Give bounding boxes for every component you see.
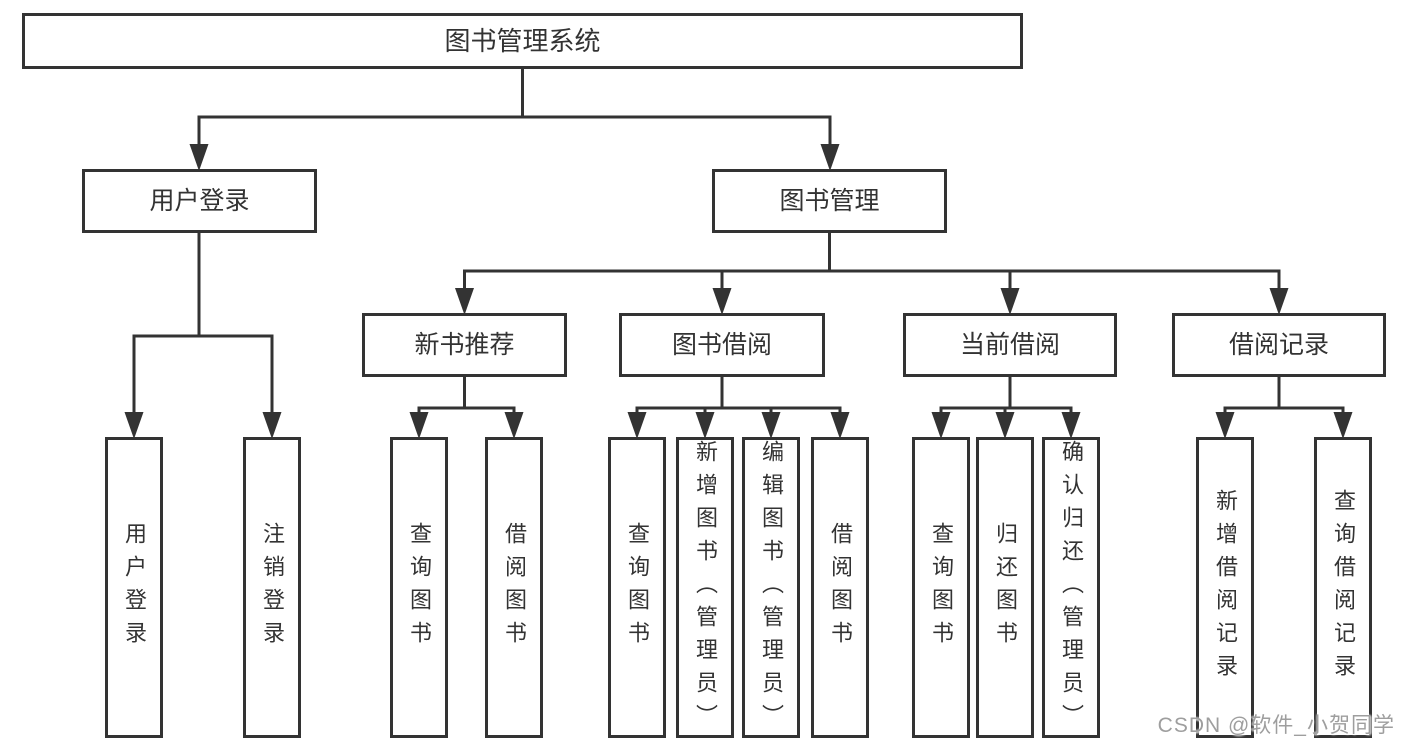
- connector-book-borrow-children: [627, 375, 850, 439]
- node-book-management: 图书管理: [712, 169, 947, 233]
- leaf-query-books-borrowing: 查询图书: [608, 437, 666, 738]
- leaf-add-borrow-record: 新增借阅记录: [1196, 437, 1254, 738]
- leaf-borrow-books: 借阅图书: [811, 437, 869, 738]
- connector-borrow-record-children: [1215, 375, 1353, 439]
- leaf-borrow-books-recommend: 借阅图书: [485, 437, 543, 738]
- leaf-query-borrow-record: 查询借阅记录: [1314, 437, 1372, 738]
- csdn-watermark: CSDN @软件_小贺同学: [1157, 714, 1395, 737]
- leaf-user-login: 用户登录: [105, 437, 163, 738]
- leaf-query-books-recommend: 查询图书: [390, 437, 448, 738]
- leaf-edit-books-admin: 编辑图书（管理员）: [742, 437, 800, 738]
- connector-new-book-children: [409, 375, 524, 439]
- leaf-confirm-return-admin: 确认归还（管理员）: [1042, 437, 1100, 738]
- node-current-borrowing: 当前借阅: [903, 313, 1117, 377]
- node-root-library-system: 图书管理系统: [22, 13, 1023, 69]
- node-borrowing-records: 借阅记录: [1172, 313, 1386, 377]
- leaf-query-books-current: 查询图书: [912, 437, 970, 738]
- connector-user-login-children: [124, 230, 282, 439]
- node-user-login: 用户登录: [82, 169, 317, 233]
- connector-current-borrow-children: [931, 375, 1081, 439]
- leaf-return-books: 归还图书: [976, 437, 1034, 738]
- leaf-logout: 注销登录: [243, 437, 301, 738]
- leaf-add-books-admin: 新增图书（管理员）: [676, 437, 734, 738]
- node-book-borrowing: 图书借阅: [619, 313, 825, 377]
- connector-book-management-children: [455, 231, 1289, 315]
- node-new-book-recommend: 新书推荐: [362, 313, 567, 377]
- connector-root-to-level2: [189, 66, 840, 171]
